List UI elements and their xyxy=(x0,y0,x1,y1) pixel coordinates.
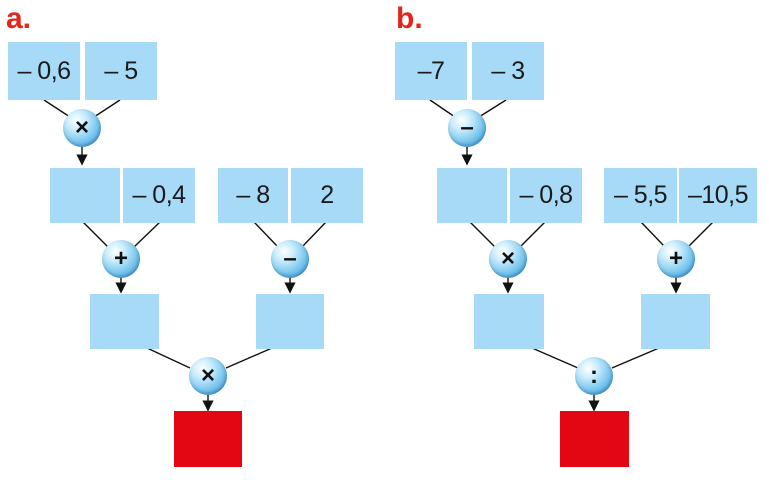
part-b-subtract-operator: – xyxy=(448,109,486,147)
part-a-final-multiply-operator: × xyxy=(189,357,227,395)
part-a-label: a. xyxy=(6,2,32,35)
part-a-result-box[interactable] xyxy=(174,411,242,467)
part-b-right-input-1: – 5,5 xyxy=(604,168,677,223)
part-b-input-2: – 3 xyxy=(472,42,544,100)
part-b-divide-operator: : xyxy=(575,357,613,395)
part-b-level3-right-empty-box[interactable] xyxy=(641,294,710,349)
part-a-add-operator: + xyxy=(102,240,140,278)
part-a-level3-left-empty-box[interactable] xyxy=(90,294,159,349)
part-b-label: b. xyxy=(396,2,423,35)
part-a-input-2: – 5 xyxy=(85,42,157,100)
part-a-level3-right-empty-box[interactable] xyxy=(256,294,324,349)
part-b-level2-value: – 0,8 xyxy=(510,168,582,223)
part-b-right-input-2: –10,5 xyxy=(679,168,757,223)
part-b-multiply-operator: × xyxy=(489,240,527,278)
part-b-result-box[interactable] xyxy=(560,411,629,467)
part-a-level2-value: – 0,4 xyxy=(123,168,195,223)
part-b-level3-left-empty-box[interactable] xyxy=(474,294,544,349)
part-b-add-operator: + xyxy=(657,240,695,278)
part-a-right-input-2: 2 xyxy=(291,168,363,223)
part-a-multiply-operator: × xyxy=(63,109,101,147)
part-a-level2-empty-box[interactable] xyxy=(50,168,120,223)
part-a-right-input-1: – 8 xyxy=(218,168,288,223)
part-a-subtract-operator: – xyxy=(271,240,309,278)
part-b-input-1: –7 xyxy=(395,42,467,100)
part-a-input-1: – 0,6 xyxy=(8,42,80,100)
part-b-level2-empty-box[interactable] xyxy=(437,168,507,223)
